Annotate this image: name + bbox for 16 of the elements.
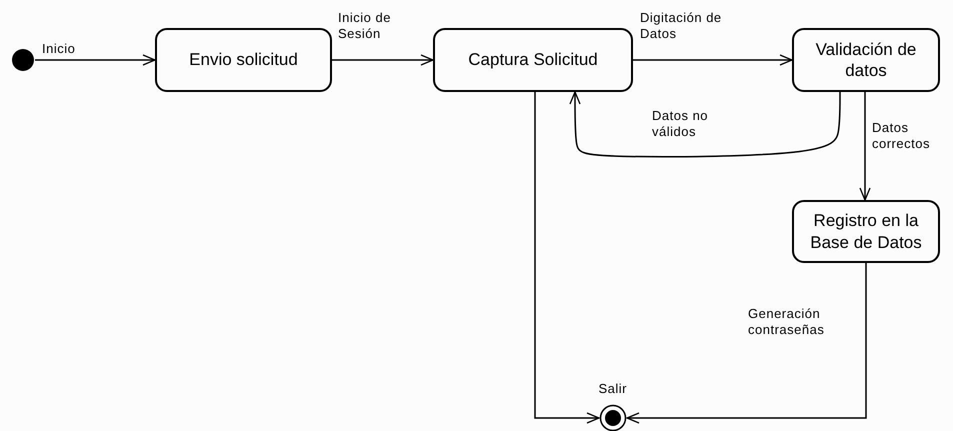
state-box <box>155 28 332 92</box>
state-name: Registro en la Base de Datos <box>809 210 923 253</box>
arrow <box>859 92 871 201</box>
state-name: Captura Solicitud <box>468 49 598 71</box>
state-box <box>433 28 633 92</box>
arrow <box>626 263 867 424</box>
arrow <box>534 92 600 424</box>
arrow <box>633 54 793 66</box>
state-box <box>792 200 940 263</box>
state-name: Envio solicitud <box>189 49 298 71</box>
arrow <box>332 54 434 66</box>
arrow <box>569 91 841 158</box>
arrow <box>35 54 156 66</box>
state-box <box>792 28 940 92</box>
state-name: Validación de datos <box>814 38 918 82</box>
state-label: Salir <box>598 381 628 396</box>
